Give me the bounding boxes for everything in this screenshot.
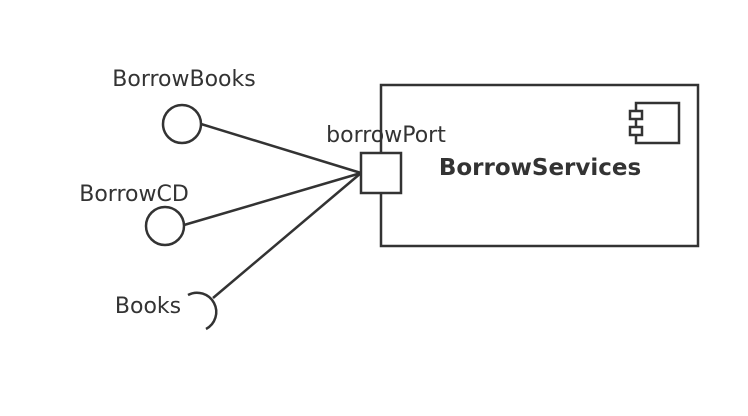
component-name: BorrowServices [439,155,641,181]
port-label: borrowPort [326,123,446,148]
interface-books-socket[interactable] [187,291,218,331]
connector-books [212,172,362,299]
interface-borrowbooks-label: BorrowBooks [112,67,255,92]
interface-borrowcd-lollipop[interactable] [144,205,186,247]
component-icon [628,101,681,145]
interface-borrowbooks-lollipop[interactable] [161,103,203,145]
connector-borrowbooks [200,122,362,175]
connector-borrowcd [183,171,362,227]
interface-borrowcd-label: BorrowCD [79,182,189,207]
port-square[interactable] [359,151,403,195]
interface-books-label: Books [115,294,181,319]
